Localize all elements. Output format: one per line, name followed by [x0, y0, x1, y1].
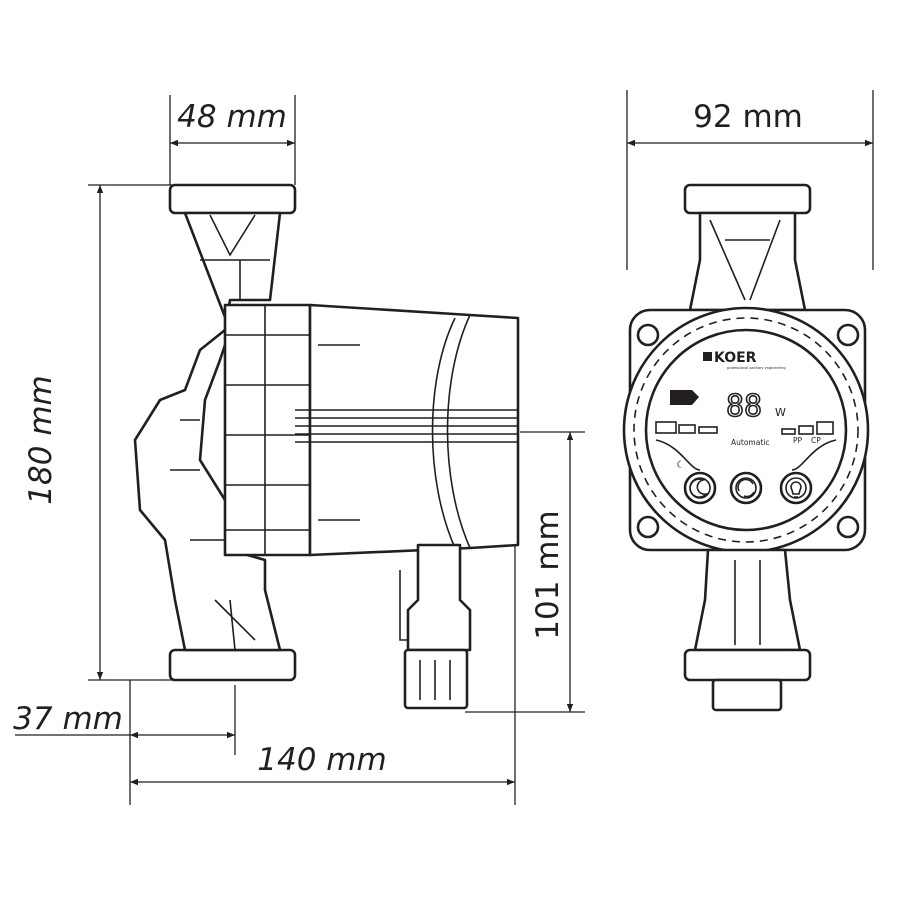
- dimension-180mm: 180 mm: [23, 184, 172, 681]
- pump-arrow-indicator: [670, 390, 699, 405]
- svg-text:101 mm: 101 mm: [530, 510, 566, 639]
- cycle-arrows-icon: [737, 478, 755, 498]
- cp-label: CP: [811, 436, 821, 445]
- front-view-pump: [622, 183, 870, 712]
- pp-label: PP: [793, 436, 803, 445]
- mode-automatic-label: Automatic: [731, 438, 769, 447]
- dimension-37mm: 37 mm: [13, 680, 236, 805]
- power-display: 88: [726, 389, 762, 424]
- svg-text:37 mm: 37 mm: [13, 701, 123, 737]
- dimension-48mm: 48 mm: [169, 95, 296, 185]
- power-unit: W: [775, 406, 786, 419]
- light-button[interactable]: [779, 471, 813, 505]
- dimension-101mm: 101 mm: [465, 431, 585, 713]
- dimension-92mm: 92 mm: [626, 90, 874, 270]
- speed-level-bars: [655, 421, 834, 435]
- dimension-140mm: 140 mm: [130, 545, 516, 805]
- brand-tagline: professional sanitary engineering: [727, 366, 786, 370]
- side-view-pump: [133, 183, 520, 710]
- brand-name: KOER: [714, 350, 757, 366]
- brand-logo-icon: [703, 352, 712, 361]
- svg-text:140 mm: 140 mm: [257, 742, 386, 778]
- lightbulb-icon: [790, 481, 802, 498]
- moon-icon: [689, 478, 709, 498]
- mode-cycle-button[interactable]: [729, 471, 763, 505]
- night-mode-icon: ☾: [676, 460, 685, 471]
- control-panel: KOER professional sanitary engineering 8…: [655, 350, 837, 505]
- svg-text:180 mm: 180 mm: [23, 375, 59, 504]
- svg-text:48 mm: 48 mm: [177, 99, 287, 135]
- svg-text:92 mm: 92 mm: [693, 99, 803, 135]
- night-mode-button[interactable]: [683, 471, 717, 505]
